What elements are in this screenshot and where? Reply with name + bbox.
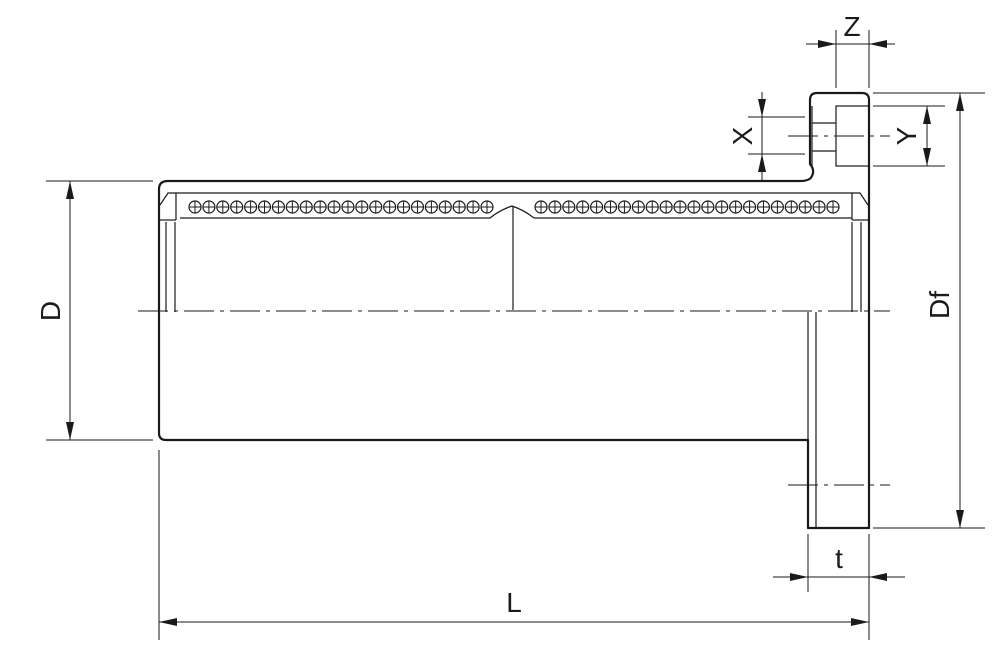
dim-Z-arrow-right bbox=[869, 40, 887, 48]
bushing-body bbox=[157, 91, 871, 530]
dim-D-arrow-top bbox=[66, 181, 74, 199]
dim-Y-arrow-bottom bbox=[923, 148, 931, 166]
dim-Df-arrow-bottom bbox=[956, 510, 964, 528]
dim-Z-label: Z bbox=[843, 11, 860, 42]
right-end-chamfer bbox=[851, 192, 869, 220]
dim-Z-arrow-left bbox=[818, 40, 836, 48]
dim-Y-arrow-top bbox=[923, 106, 931, 124]
left-race bbox=[180, 205, 535, 219]
dim-t-label: t bbox=[835, 543, 843, 574]
dimension-Z: Z bbox=[806, 11, 895, 88]
dim-Df-arrow-top bbox=[956, 93, 964, 111]
dim-L-label: L bbox=[506, 587, 522, 618]
ball-row-right bbox=[534, 200, 840, 214]
dim-X-arrow-top bbox=[758, 99, 766, 117]
dimension-Df: Df bbox=[873, 92, 985, 529]
left-end-chamfer bbox=[159, 192, 177, 220]
dim-Y-label: Y bbox=[891, 126, 922, 145]
dim-Df-label: Df bbox=[924, 291, 955, 319]
dimension-t: t bbox=[773, 534, 905, 592]
body-outline bbox=[157, 91, 871, 530]
dim-L-arrow-left bbox=[159, 618, 177, 626]
dimension-D: D bbox=[35, 180, 153, 441]
ball-row-left bbox=[188, 200, 494, 214]
dim-X-arrow-bottom bbox=[758, 154, 766, 172]
dim-L-arrow-right bbox=[851, 618, 869, 626]
dim-X-label: X bbox=[727, 126, 758, 145]
dim-t-arrow-right bbox=[869, 573, 887, 581]
dimension-Y: Y bbox=[873, 105, 945, 167]
dim-t-arrow-left bbox=[790, 573, 808, 581]
dimension-L: L bbox=[158, 450, 870, 640]
dimension-X: X bbox=[727, 92, 805, 180]
dim-D-label: D bbox=[35, 301, 66, 321]
dim-D-arrow-bottom bbox=[66, 422, 74, 440]
